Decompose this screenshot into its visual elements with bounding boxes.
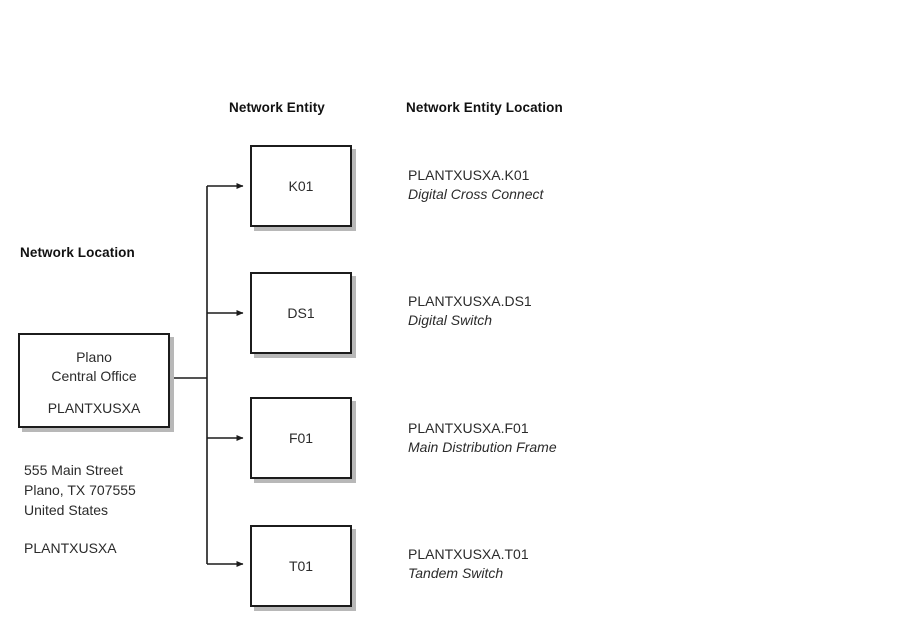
- entity-location-name: PLANTXUSXA.DS1: [408, 293, 532, 309]
- address-street: 555 Main Street: [24, 462, 123, 478]
- location-name-line1: Plano: [76, 348, 112, 365]
- entity-box-f01[interactable]: F01: [250, 397, 352, 479]
- address-country: United States: [24, 502, 109, 518]
- entity-location-ds1: PLANTXUSXA.DS1 Digital Switch: [408, 292, 532, 330]
- entity-location-f01: PLANTXUSXA.F01 Main Distribution Frame: [408, 419, 557, 457]
- entity-location-k01: PLANTXUSXA.K01 Digital Cross Connect: [408, 166, 543, 204]
- entity-location-description: Tandem Switch: [408, 565, 504, 581]
- entity-box-ds1[interactable]: DS1: [250, 272, 352, 354]
- column-header-network-entity-location: Network Entity Location: [406, 100, 563, 115]
- location-clli-code: PLANTXUSXA: [47, 399, 141, 416]
- entity-location-description: Main Distribution Frame: [408, 439, 557, 455]
- entity-location-t01: PLANTXUSXA.T01 Tandem Switch: [408, 545, 529, 583]
- entity-box-label: F01: [288, 430, 314, 446]
- entity-location-name: PLANTXUSXA.T01: [408, 546, 529, 562]
- entity-location-name: PLANTXUSXA.K01: [408, 167, 530, 183]
- entity-location-description: Digital Switch: [408, 312, 493, 328]
- entity-box-label: K01: [288, 178, 314, 194]
- entity-location-description: Digital Cross Connect: [408, 186, 544, 202]
- entity-box-t01[interactable]: T01: [250, 525, 352, 607]
- entity-box-label: T01: [288, 558, 314, 574]
- entity-box-k01[interactable]: K01: [250, 145, 352, 227]
- address-block: 555 Main Street Plano, TX 707555 United …: [24, 460, 136, 558]
- network-location-box[interactable]: Plano Central Office PLANTXUSXA: [18, 333, 170, 428]
- address-clli-code: PLANTXUSXA: [24, 540, 117, 556]
- address-city-state-zip: Plano, TX 707555: [24, 482, 136, 498]
- entity-location-name: PLANTXUSXA.F01: [408, 420, 529, 436]
- location-name-line2: Central Office: [51, 367, 137, 384]
- column-header-network-entity: Network Entity: [229, 100, 325, 115]
- column-header-network-location: Network Location: [20, 245, 135, 260]
- entity-box-label: DS1: [287, 305, 315, 321]
